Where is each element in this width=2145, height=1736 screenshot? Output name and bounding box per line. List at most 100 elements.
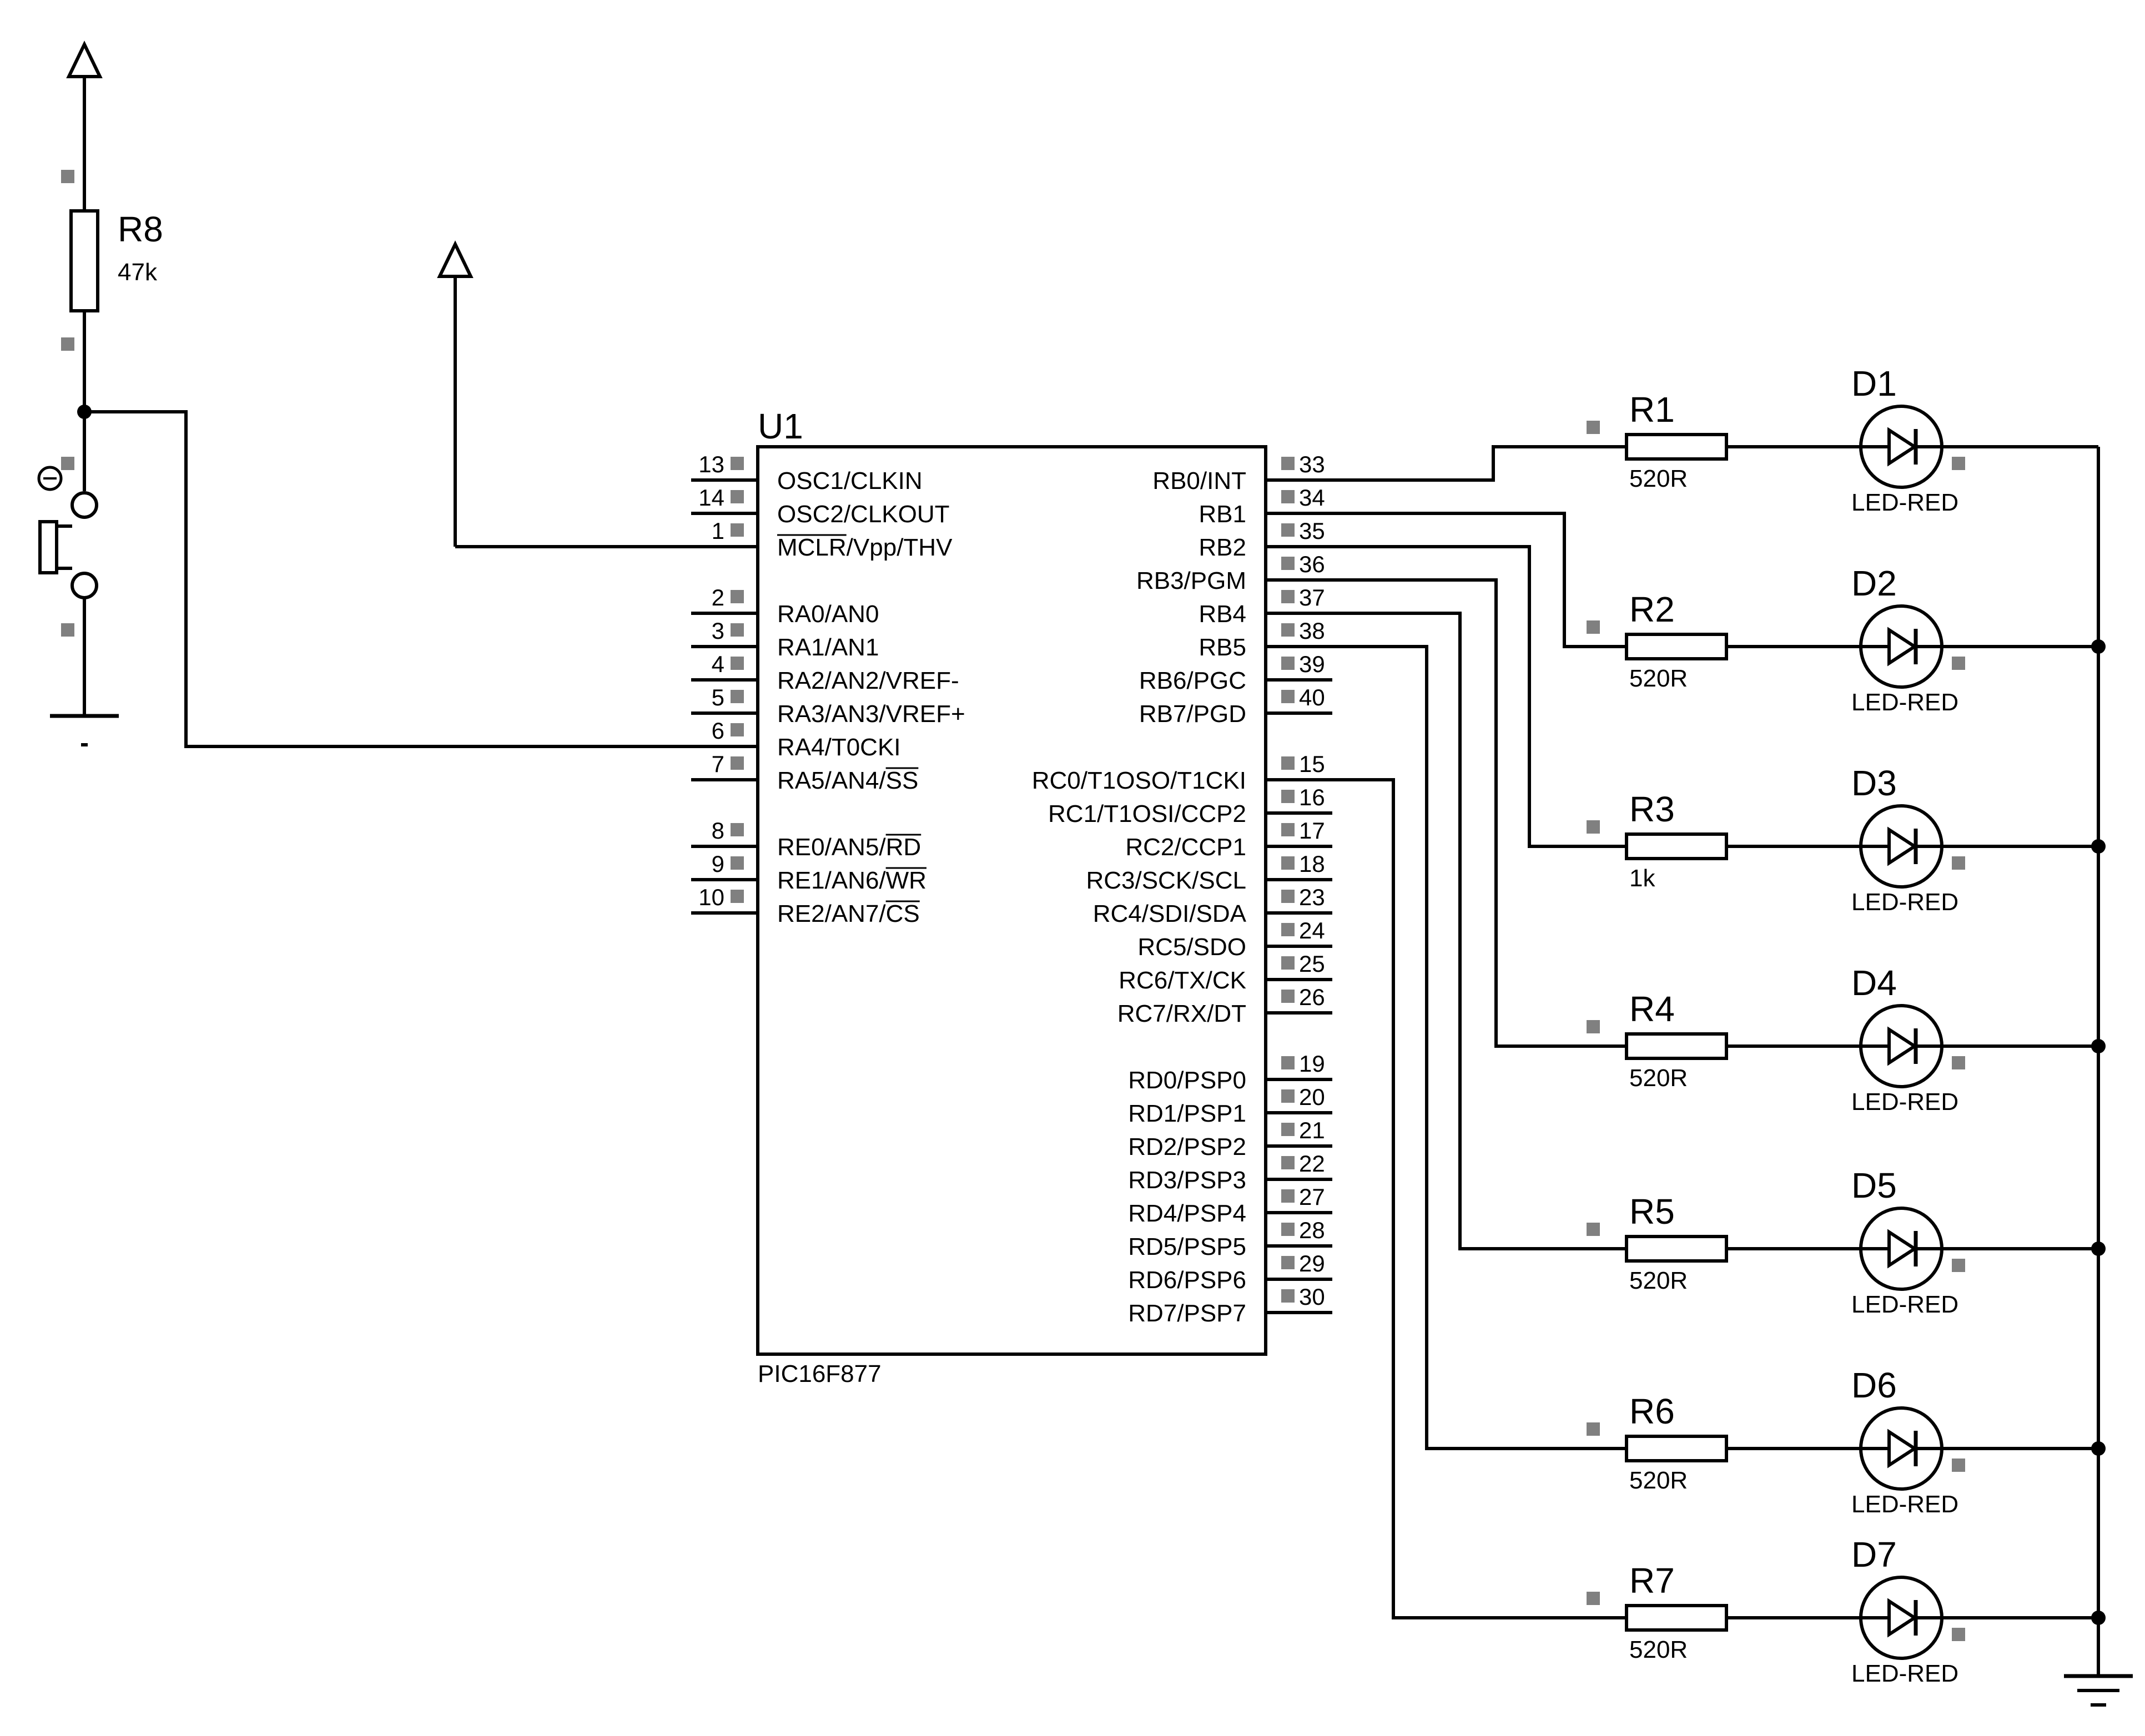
mcu-pin-number: 2 xyxy=(712,584,724,610)
mcu-pin-label: RC1/T1OSI/CCP2 xyxy=(1048,800,1246,827)
button-contact xyxy=(71,491,98,519)
mcu-pin-label: RB2 xyxy=(1199,534,1246,561)
pin-marker xyxy=(1281,623,1295,637)
mcu-pin-number: 22 xyxy=(1299,1150,1325,1177)
mcu-pin-label: RD7/PSP7 xyxy=(1128,1300,1246,1327)
resistor-value: 520R xyxy=(1629,1267,1688,1294)
mcu-pin-number: 8 xyxy=(712,817,724,844)
led-type: LED-RED xyxy=(1851,489,1958,516)
mcu-pin-label: RB1 xyxy=(1199,501,1246,528)
led-type: LED-RED xyxy=(1851,1660,1958,1687)
resistor-ref: R2 xyxy=(1629,589,1675,629)
mcu-pin-number: 28 xyxy=(1299,1217,1325,1243)
diode-triangle-icon xyxy=(1887,1229,1918,1269)
mcu-pin-number: 25 xyxy=(1299,951,1325,977)
pin-marker xyxy=(731,723,744,736)
pin-marker xyxy=(1281,756,1295,770)
mcu-pin-number: 23 xyxy=(1299,884,1325,910)
pin-marker xyxy=(61,170,74,183)
mcu-pin-label: RA2/AN2/VREF- xyxy=(777,667,959,694)
mcu-pin-number: 40 xyxy=(1299,684,1325,710)
mcu-pin-number: 7 xyxy=(712,751,724,777)
mcu-pin-label: RA3/AN3/VREF+ xyxy=(777,700,965,728)
pin-marker xyxy=(731,756,744,770)
diode-triangle-icon xyxy=(1887,1026,1918,1066)
pin-marker xyxy=(731,890,744,903)
mcu-pin-label: RC0/T1OSO/T1CKI xyxy=(1032,767,1246,794)
labels: U1PIC16F87713OSC1/CLKIN14OSC2/CLKOUT1MCL… xyxy=(118,209,1958,1687)
led-ref: D4 xyxy=(1851,963,1897,1003)
led-ref: D6 xyxy=(1851,1365,1897,1405)
pin-marker xyxy=(1281,657,1295,670)
mcu-pin-number: 36 xyxy=(1299,551,1325,577)
pin-marker xyxy=(1281,956,1295,970)
pin-marker xyxy=(1587,1020,1600,1033)
mcu-pin-label: RA5/AN4/SS xyxy=(777,767,918,794)
vcc-terminal-icon xyxy=(66,41,103,78)
pin-marker xyxy=(1281,1156,1295,1169)
mcu-pin-label: OSC1/CLKIN xyxy=(777,467,923,494)
mcu-pin-number: 24 xyxy=(1299,917,1325,943)
mcu-pin-number: 9 xyxy=(712,851,724,877)
mcu-pin-label: RD3/PSP3 xyxy=(1128,1167,1246,1194)
mcu-pin-label: RA4/T0CKI xyxy=(777,734,901,761)
mcu-pin-label: RB4 xyxy=(1199,600,1246,628)
mcu-pin-number: 20 xyxy=(1299,1084,1325,1110)
r8-value: 47k xyxy=(118,259,158,286)
mcu-pin-label: OSC2/CLKOUT xyxy=(777,501,950,528)
pin-marker xyxy=(731,457,744,470)
pin-marker xyxy=(1281,690,1295,703)
led-ref: D7 xyxy=(1851,1535,1897,1574)
resistor-ref: R4 xyxy=(1629,989,1675,1029)
mcu-part: PIC16F877 xyxy=(758,1360,882,1387)
net-wire xyxy=(1332,612,1627,1250)
pin-marker xyxy=(731,490,744,503)
mcu-pin-label: RD4/PSP4 xyxy=(1128,1200,1246,1227)
pin-marker xyxy=(1281,1289,1295,1303)
mcu-pin-number: 5 xyxy=(712,684,724,710)
mcu-pin-label: RA1/AN1 xyxy=(777,634,879,661)
resistor-value: 520R xyxy=(1629,1636,1688,1663)
led-ref: D2 xyxy=(1851,563,1897,603)
led-type: LED-RED xyxy=(1851,889,1958,916)
resistor-ref: R5 xyxy=(1629,1192,1675,1232)
resistor-6 xyxy=(1625,1435,1728,1462)
led-type: LED-RED xyxy=(1851,1291,1958,1318)
mcu-body xyxy=(756,445,1267,1356)
mcu-pin-label: RC5/SDO xyxy=(1137,933,1246,961)
mcu-pin-number: 3 xyxy=(712,618,724,644)
diode-triangle-icon xyxy=(1887,627,1918,667)
pin-marker xyxy=(1952,1628,1965,1641)
mcu-pin-number: 35 xyxy=(1299,518,1325,544)
diode-triangle-icon xyxy=(1887,427,1918,467)
net-wire xyxy=(1332,645,1627,1450)
ra4-net-wire xyxy=(84,410,691,748)
pin-marker xyxy=(1281,490,1295,503)
mcu-pin-number: 38 xyxy=(1299,618,1325,644)
mcu-pin-label: RB7/PGD xyxy=(1139,700,1246,728)
pin-marker xyxy=(1281,923,1295,936)
resistor-ref: R3 xyxy=(1629,789,1675,829)
mcu-pin-number: 34 xyxy=(1299,485,1325,511)
mcu-pin-label: RB5 xyxy=(1199,634,1246,661)
resistor-value: 520R xyxy=(1629,665,1688,692)
resistor-ref: R6 xyxy=(1629,1391,1675,1431)
pin-marker xyxy=(1281,990,1295,1003)
mcu-pin-label: RE1/AN6/WR xyxy=(777,867,927,894)
mcu-pin-number: 14 xyxy=(698,485,724,511)
pin-marker xyxy=(1952,1259,1965,1272)
led-ref: D1 xyxy=(1851,364,1897,403)
pin-marker xyxy=(1587,1422,1600,1436)
resistor-value: 520R xyxy=(1629,1467,1688,1494)
pin-marker xyxy=(1952,457,1965,470)
pin-marker xyxy=(1281,457,1295,470)
pushbutton-icon xyxy=(38,520,58,574)
mcu-pin-label: RD5/PSP5 xyxy=(1128,1233,1246,1260)
mcu-pin-label: RB0/INT xyxy=(1152,467,1246,494)
pin-marker xyxy=(731,823,744,836)
pin-marker xyxy=(1281,1256,1295,1269)
mcu-pin-label: RB3/PGM xyxy=(1136,567,1246,594)
pin-marker xyxy=(731,657,744,670)
pin-marker xyxy=(1952,1459,1965,1472)
mcu-pin-number: 33 xyxy=(1299,451,1325,477)
